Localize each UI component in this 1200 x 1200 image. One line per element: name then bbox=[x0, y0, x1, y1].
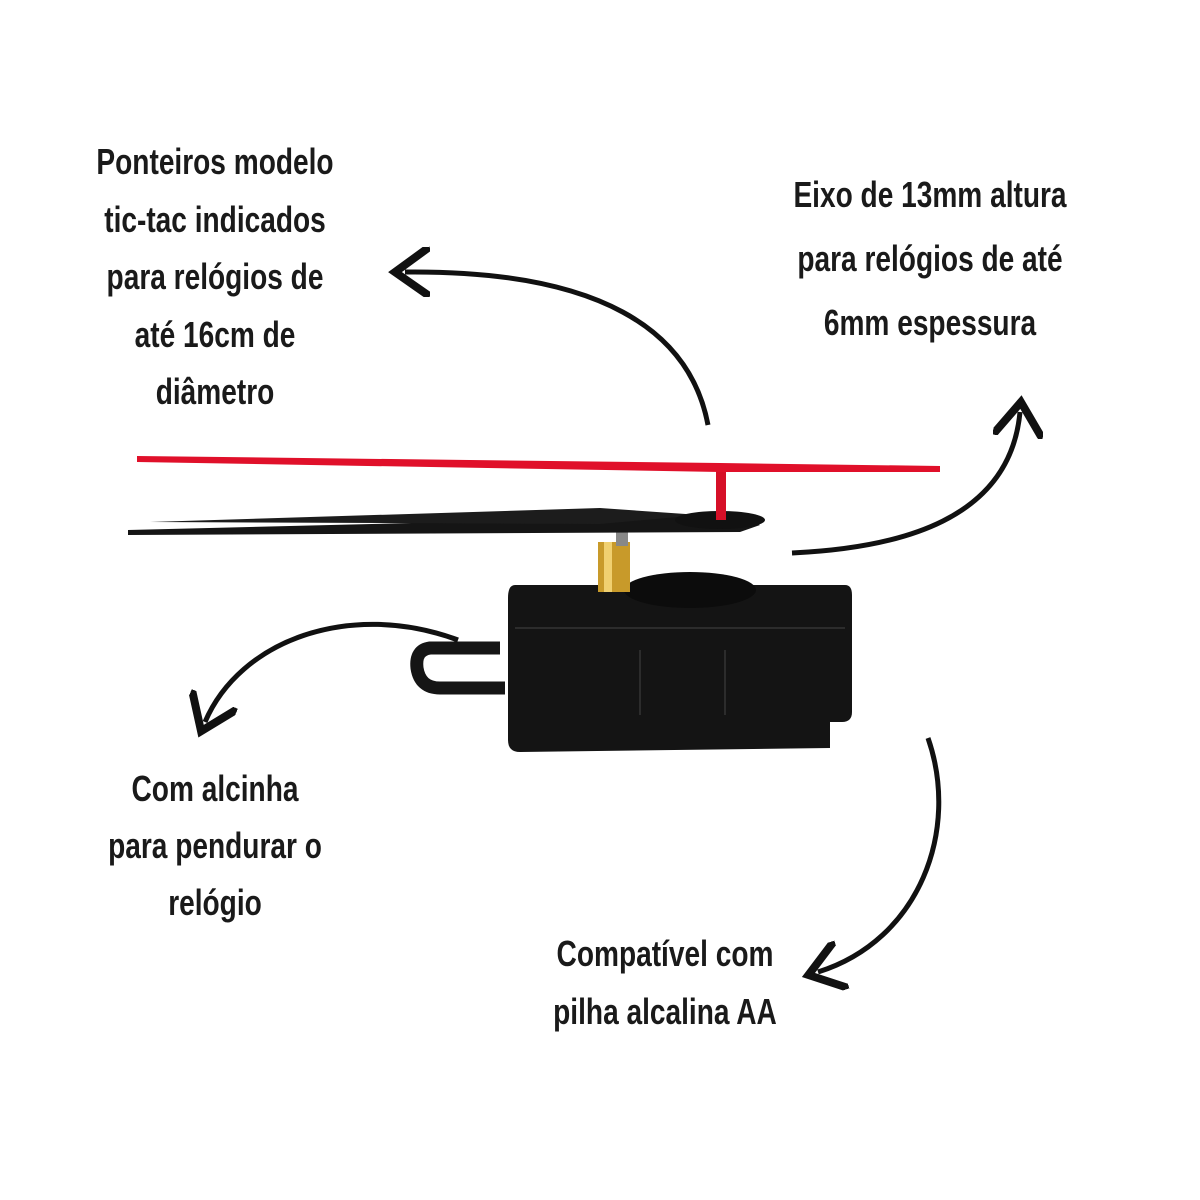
callout-line: Eixo de 13mm altura bbox=[793, 174, 1067, 215]
callout-hanger: Com alcinha para pendurar o relógio bbox=[35, 760, 395, 931]
callout-hands: Ponteiros modelo tic-tac indicados para … bbox=[35, 133, 395, 421]
callout-line: diâmetro bbox=[155, 371, 275, 412]
arrow-hanger bbox=[205, 621, 459, 722]
callout-battery: Compatível com pilha alcalina AA bbox=[470, 925, 860, 1041]
movement-body bbox=[508, 585, 852, 752]
callout-line: Ponteiros modelo bbox=[96, 141, 334, 182]
callout-line: relógio bbox=[168, 882, 262, 923]
callout-line: 6mm espessura bbox=[823, 302, 1037, 343]
arrow-shaft bbox=[791, 412, 1020, 556]
callout-line: pilha alcalina AA bbox=[553, 991, 777, 1032]
callout-line: Com alcinha bbox=[131, 768, 299, 809]
callout-line: para relógios de até bbox=[797, 238, 1063, 279]
second-hand bbox=[137, 456, 940, 472]
callout-shaft: Eixo de 13mm altura para relógios de até… bbox=[720, 163, 1140, 355]
callout-line: Compatível com bbox=[556, 933, 774, 974]
callout-line: até 16cm de bbox=[134, 313, 296, 355]
callout-line: tic-tac indicados bbox=[104, 198, 326, 240]
callout-line: para relógios de bbox=[106, 256, 324, 297]
arrow-hands bbox=[405, 272, 711, 426]
hanger-loop bbox=[410, 641, 505, 695]
arrow-battery bbox=[818, 737, 942, 972]
mounting-disc bbox=[624, 572, 756, 608]
minute-hand bbox=[150, 508, 700, 524]
callout-line: para pendurar o bbox=[108, 825, 322, 866]
brass-shaft bbox=[598, 542, 630, 592]
